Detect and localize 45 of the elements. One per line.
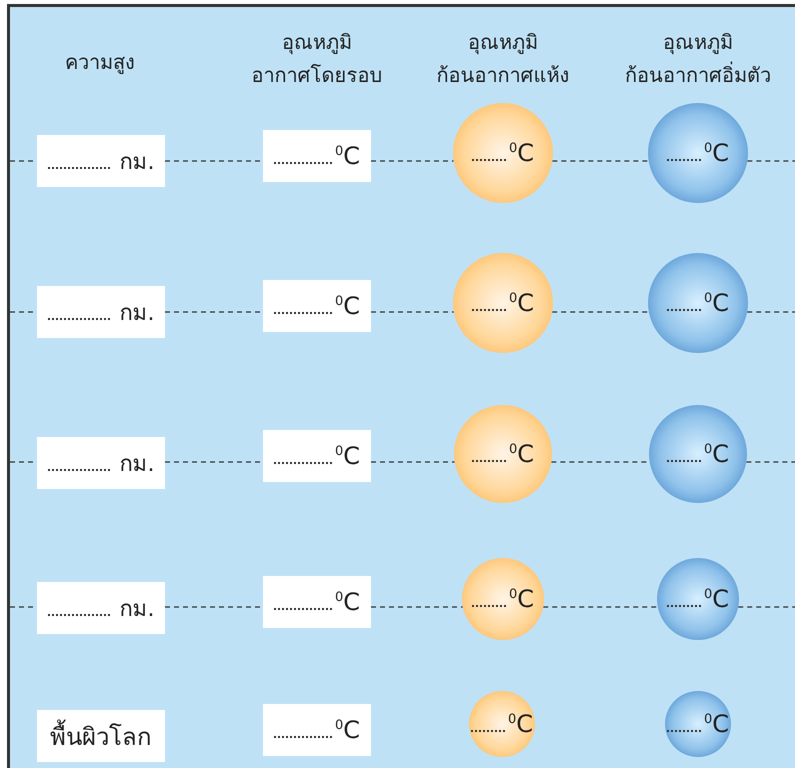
- temperature-unit: $^{0}$C: [508, 585, 534, 613]
- unit-label: กม.: [120, 300, 154, 328]
- answer-box: [263, 430, 371, 482]
- temperature-unit: $^{0}$C: [704, 139, 730, 167]
- temperature-unit: $^{0}$C: [334, 716, 360, 744]
- temperature-unit: $^{0}$C: [508, 440, 534, 468]
- dashed-line: [165, 160, 263, 162]
- answer-box: [263, 704, 371, 756]
- temperature-unit: $^{0}$C: [704, 440, 730, 468]
- temperature-unit: $^{0}$C: [508, 289, 534, 317]
- temperature-unit: $^{0}$C: [704, 710, 730, 738]
- column-heading: อุณหภูมิ ก้อนอากาศอิ่มตัว: [624, 29, 772, 89]
- temperature-unit: $^{0}$C: [334, 142, 360, 170]
- column-heading: อุณหภูมิ อากาศโดยรอบ: [250, 29, 384, 89]
- temperature-unit: $^{0}$C: [704, 289, 730, 317]
- dashed-line: [552, 160, 649, 162]
- answer-box: [263, 130, 371, 182]
- unit-label: กม.: [120, 450, 154, 478]
- temperature-unit: $^{0}$C: [334, 588, 360, 616]
- answer-box: [37, 437, 165, 489]
- dashed-line: [552, 311, 649, 313]
- answer-box: [263, 576, 371, 628]
- temperature-unit: $^{0}$C: [334, 442, 360, 470]
- level-label: พื้นผิวโลก: [50, 716, 152, 756]
- dashed-line: [371, 606, 463, 608]
- dashed-line: [371, 311, 454, 313]
- dashed-line: [543, 606, 658, 608]
- answer-box: [37, 710, 165, 762]
- unit-label: กม.: [120, 596, 154, 624]
- answer-box: [37, 286, 165, 338]
- answer-box: [37, 582, 165, 634]
- answer-box: [263, 280, 371, 332]
- temperature-unit: $^{0}$C: [508, 139, 534, 167]
- dashed-line: [371, 160, 454, 162]
- dashed-line: [371, 461, 455, 463]
- column-heading: อุณหภูมิ ก้อนอากาศแห้ง: [436, 29, 570, 89]
- dashed-line: [165, 606, 263, 608]
- temperature-unit: $^{0}$C: [704, 585, 730, 613]
- temperature-unit: $^{0}$C: [334, 292, 360, 320]
- dashed-line: [165, 461, 263, 463]
- unit-label: กม.: [120, 148, 154, 176]
- answer-box: [37, 135, 165, 187]
- column-heading: ความสูง: [64, 49, 136, 76]
- dashed-line: [165, 311, 263, 313]
- temperature-unit: $^{0}$C: [508, 710, 534, 738]
